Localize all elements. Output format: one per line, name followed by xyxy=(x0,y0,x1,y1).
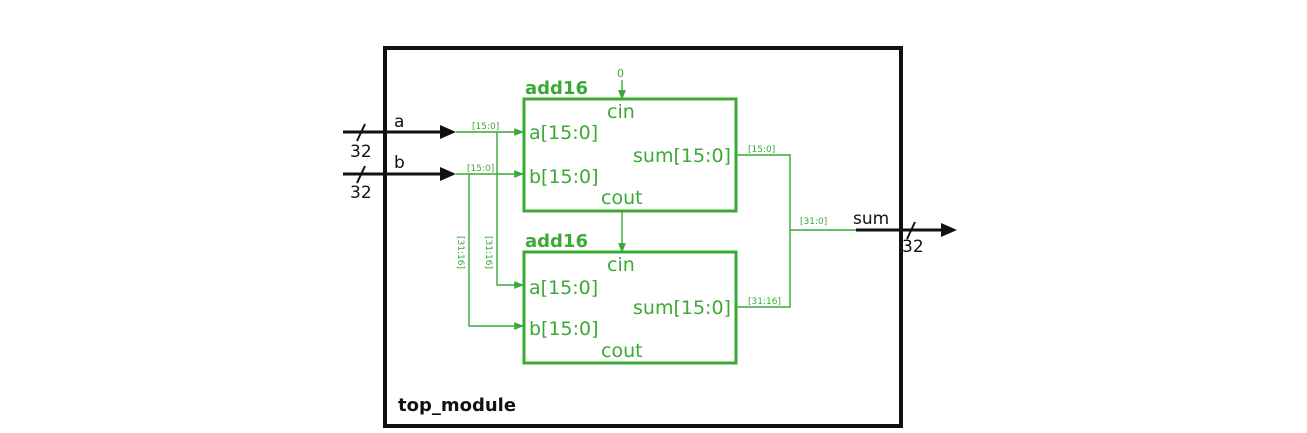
instance-add16-low: add16 cin a[15:0] sum[15:0] b[15:0] cout xyxy=(522,78,738,213)
instance-add16-low-box xyxy=(522,97,738,213)
slice-sum-high: [31:16] xyxy=(748,297,781,307)
const-zero: 0 xyxy=(617,67,624,80)
output-port-sum: sum 32 xyxy=(853,209,957,257)
wires xyxy=(456,80,856,330)
port-sum-label: sum xyxy=(853,209,889,229)
slice-b-low: [15:0] xyxy=(467,164,494,174)
slice-sum-out: [31:0] xyxy=(800,217,827,227)
port-b-label: b xyxy=(394,153,405,173)
wire-sum-low xyxy=(737,154,791,230)
slice-a-low: [15:0] xyxy=(472,122,499,132)
instance-add16-high-box xyxy=(522,250,738,365)
pin-cout: cout xyxy=(601,340,643,362)
pin-b: b[15:0] xyxy=(529,166,599,188)
pin-cin: cin xyxy=(607,254,635,276)
module-name: top_module xyxy=(398,395,516,416)
pin-a: a[15:0] xyxy=(529,122,598,144)
slice-a-high: [31:16] xyxy=(483,236,493,269)
pin-a: a[15:0] xyxy=(529,277,598,299)
input-port-b: b 32 xyxy=(343,153,456,203)
instance-add16-high-type: add16 xyxy=(525,231,588,252)
slice-b-high: [31:16] xyxy=(455,236,465,269)
instance-add16-low-type: add16 xyxy=(525,78,588,99)
port-a-width: 32 xyxy=(350,142,372,162)
port-b-width: 32 xyxy=(350,183,372,203)
wire-sum-high xyxy=(737,230,791,308)
slice-labels: [15:0] [15:0] [31:16] [31:16] [15:0] [31… xyxy=(455,67,827,307)
pin-sum: sum[15:0] xyxy=(633,297,731,319)
pin-b: b[15:0] xyxy=(529,318,599,340)
slice-sum-low: [15:0] xyxy=(748,145,775,155)
port-sum-width: 32 xyxy=(902,237,924,257)
pin-sum: sum[15:0] xyxy=(633,145,731,167)
instance-add16-high: add16 cin a[15:0] sum[15:0] b[15:0] cout xyxy=(522,231,738,365)
pin-cin: cin xyxy=(607,101,635,123)
pin-cout: cout xyxy=(601,187,643,209)
wire-a-high xyxy=(496,132,524,289)
top-module-box xyxy=(383,46,903,428)
input-port-a: a 32 xyxy=(343,112,456,162)
port-a-label: a xyxy=(394,112,404,132)
wire-b-high xyxy=(468,174,524,330)
